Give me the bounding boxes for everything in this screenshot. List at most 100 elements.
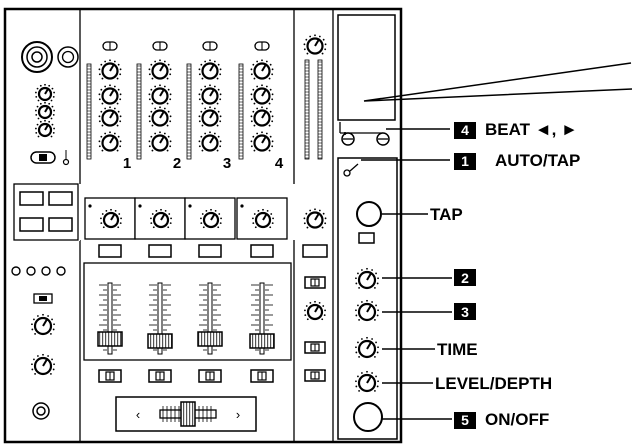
channel-3-knob-2[interactable] [198, 84, 222, 105]
master-switch-3[interactable] [304, 369, 326, 382]
left-column [11, 41, 80, 420]
master-level-meter-left [304, 59, 310, 160]
headphone-jack[interactable] [32, 402, 50, 420]
master-cue-button[interactable] [302, 244, 328, 258]
channel-3-knob-3[interactable] [198, 106, 222, 127]
channel-4-crossfader-assign[interactable] [250, 369, 274, 383]
master-switch-1[interactable] [304, 276, 326, 289]
left-button-2[interactable] [48, 191, 73, 206]
left-knob-1[interactable] [35, 83, 55, 102]
channel-1: 1 [84, 41, 136, 383]
beat-right-button[interactable] [376, 132, 390, 146]
left-led-4 [56, 266, 66, 276]
channel-1-assign-switch[interactable] [102, 41, 118, 51]
channel-2-level-meter [136, 63, 142, 160]
channel-2-number: 2 [173, 155, 181, 172]
phone-jack[interactable] [57, 46, 79, 68]
left-knob-3[interactable] [35, 119, 55, 138]
channel-2-assign-switch[interactable] [152, 41, 168, 51]
mic-jack[interactable] [21, 41, 53, 73]
beat-left-button[interactable] [341, 132, 355, 146]
on-off-callout: 5 ON/OFF [454, 410, 549, 430]
channel-2-knob-3[interactable] [148, 106, 172, 127]
master-top-knob[interactable] [303, 34, 327, 55]
channel-3-crossfader-assign[interactable] [198, 369, 222, 383]
left-led-row [11, 266, 66, 276]
channel-3-cue-button[interactable] [198, 244, 222, 258]
channel-3-fader[interactable] [197, 282, 223, 355]
channel-3-knob-1[interactable] [198, 59, 222, 80]
channel-2-crossfader-assign[interactable] [148, 369, 172, 383]
channel-2-knob-4[interactable] [148, 131, 172, 152]
crossfader-area: ‹ › [115, 396, 257, 432]
channel-4-trim-knob[interactable] [252, 208, 274, 229]
level-depth-knob[interactable] [355, 370, 379, 393]
channel-4-cue-button[interactable] [250, 244, 274, 258]
channel-3-trim-knob[interactable] [200, 208, 222, 229]
effect-knob-3[interactable] [355, 299, 379, 322]
effect-display [337, 14, 396, 121]
left-knob-2[interactable] [35, 101, 55, 120]
master-knob-2[interactable] [304, 300, 326, 321]
channel-4-knob-3[interactable] [250, 106, 274, 127]
effect-knob-2[interactable] [355, 267, 379, 290]
channel-4-level-meter [238, 63, 244, 160]
channel-1-knob-1[interactable] [98, 59, 122, 80]
channel-2-fader[interactable] [147, 282, 173, 355]
channel-3-assign-switch[interactable] [202, 41, 218, 51]
left-button-1[interactable] [19, 191, 44, 206]
channel-1-trim-knob[interactable] [100, 208, 122, 229]
channel-3-level-meter [186, 63, 192, 160]
left-button-4[interactable] [48, 217, 73, 232]
auto-tap-badge: 1 [454, 152, 476, 170]
crossfader-left-arrow: ‹ [136, 407, 140, 422]
auto-tap-button[interactable] [343, 163, 359, 177]
left-lower-knob-2[interactable] [31, 353, 55, 376]
channel-4-assign-switch[interactable] [254, 41, 270, 51]
beat-label: BEAT ◄, ► [485, 120, 578, 139]
effect-section [337, 14, 398, 440]
crossfader[interactable] [159, 401, 217, 427]
item2-badge: 2 [454, 269, 476, 286]
channel-2: 2 [134, 41, 186, 383]
beat-badge: 4 [454, 121, 476, 139]
channel-1-level-meter [86, 63, 92, 160]
channel-2-knob-1[interactable] [148, 59, 172, 80]
on-off-label: ON/OFF [485, 410, 550, 429]
time-knob[interactable] [355, 336, 379, 359]
channel-4-knob-4[interactable] [250, 131, 274, 152]
channel-4-number: 4 [275, 155, 284, 172]
on-off-button[interactable] [353, 402, 383, 432]
channel-1-knob-2[interactable] [98, 84, 122, 105]
channel-1-knob-3[interactable] [98, 106, 122, 127]
channel-1-cue-button[interactable] [98, 244, 122, 258]
channel-4-knob-2[interactable] [250, 84, 274, 105]
channel-4-fader[interactable] [249, 282, 275, 355]
channel-2-trim-knob[interactable] [150, 208, 172, 229]
channel-1-fader[interactable] [97, 282, 123, 355]
left-led-3 [41, 266, 51, 276]
effect-small-button[interactable] [358, 232, 375, 244]
channel-1-knob-4[interactable] [98, 131, 122, 152]
left-buttons-panel [13, 183, 80, 241]
tap-button[interactable] [356, 201, 382, 227]
channel-1-fx-led [88, 204, 92, 208]
channel-2-cue-button[interactable] [148, 244, 172, 258]
left-led-2 [26, 266, 36, 276]
master-column [302, 34, 328, 382]
channel-2-knob-2[interactable] [148, 84, 172, 105]
channel-3-fx-led [188, 204, 192, 208]
channel-1-number: 1 [123, 155, 131, 172]
left-lower-knob-1[interactable] [31, 313, 55, 336]
channel-4-knob-1[interactable] [250, 59, 274, 80]
channel-4-fx-led [240, 204, 244, 208]
channel-2-fx-led [138, 204, 142, 208]
left-led-1 [11, 266, 21, 276]
master-fx-knob[interactable] [303, 208, 327, 229]
master-switch-2[interactable] [304, 341, 326, 354]
channel-1-crossfader-assign[interactable] [98, 369, 122, 383]
left-button-3[interactable] [19, 217, 44, 232]
channel-3-knob-4[interactable] [198, 131, 222, 152]
